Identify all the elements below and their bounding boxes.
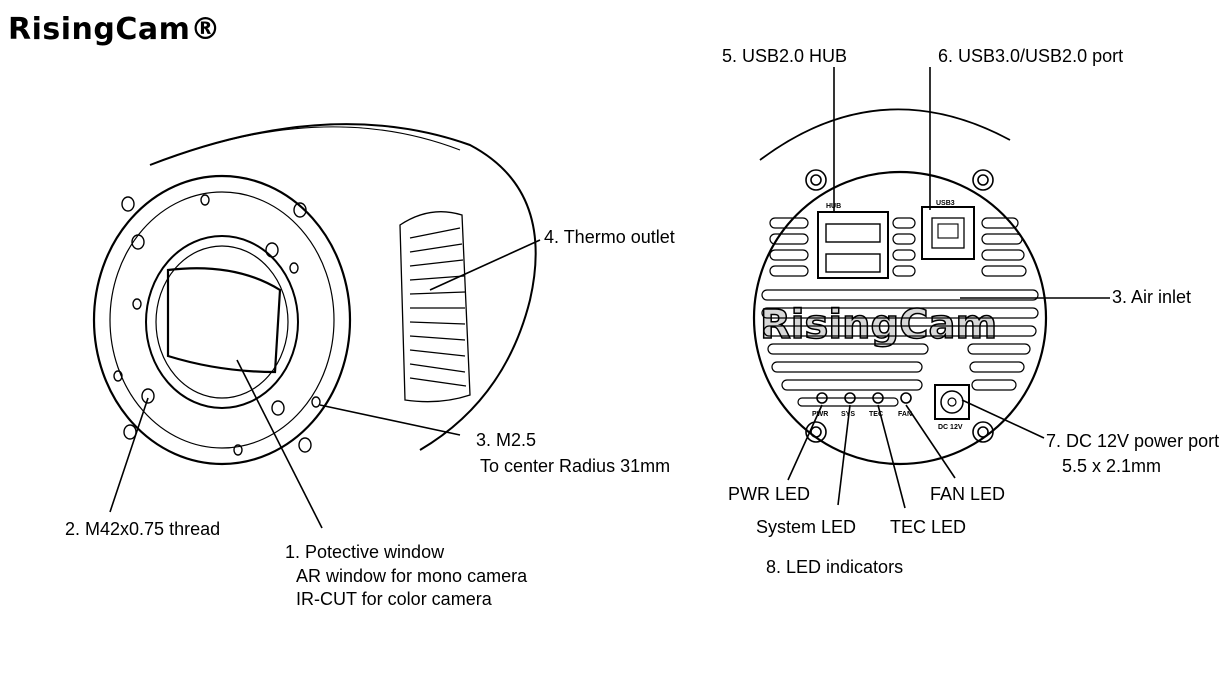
mark-dc: DC 12V <box>938 424 963 431</box>
label-system-led: System LED <box>756 517 856 537</box>
back-body-rim <box>759 108 1011 161</box>
brand-logo: RisingCam® <box>8 12 221 47</box>
back-leader-lines <box>787 67 1110 509</box>
protective-window <box>166 267 282 374</box>
label-power-size: 5.5 x 2.1mm <box>1062 456 1161 476</box>
dc-jack <box>934 384 970 420</box>
mark-hub: HUB <box>826 203 841 210</box>
usb-hub-port <box>817 211 889 279</box>
front-plate-outer <box>92 174 352 466</box>
air-inlet-slots <box>761 217 1039 407</box>
label-led-indicators: 8. LED indicators <box>766 557 903 577</box>
window-ring-outer <box>145 235 299 409</box>
mark-tec: TEC <box>869 411 883 418</box>
label-power-port: 7. DC 12V power port <box>1046 431 1219 451</box>
label-thread: 2. M42x0.75 thread <box>65 519 220 539</box>
label-tec-led: TEC LED <box>890 517 966 537</box>
mark-sys: SYS <box>841 411 855 418</box>
mark-usb3: USB3 <box>936 200 955 207</box>
back-screws <box>805 169 994 443</box>
usb3-port <box>921 206 975 260</box>
front-plate-inner <box>109 191 335 449</box>
label-pwr-led: PWR LED <box>728 484 810 504</box>
label-usb-port: 6. USB3.0/USB2.0 port <box>938 46 1123 66</box>
camera-body-rim <box>169 126 461 159</box>
mark-fan: FAN <box>898 411 912 418</box>
label-air-inlet: 3. Air inlet <box>1112 287 1191 307</box>
mark-pwr: PWR <box>812 411 828 418</box>
front-view: RisingCam <box>92 123 541 529</box>
label-m25-sub: To center Radius 31mm <box>480 456 670 476</box>
thermo-outlet-fins <box>399 211 471 403</box>
label-fan-led: FAN LED <box>930 484 1005 504</box>
front-leader-lines <box>109 239 541 529</box>
label-m25-title: 3. M2.5 <box>476 430 536 450</box>
label-usb-hub: 5. USB2.0 HUB <box>722 46 847 66</box>
label-window-title: 1. Potective window <box>285 542 445 562</box>
watermark-back: RisingCam <box>760 302 997 348</box>
label-thermo-outlet: 4. Thermo outlet <box>544 227 675 247</box>
label-window-line2: IR-CUT for color camera <box>296 589 493 609</box>
label-window-line1: AR window for mono camera <box>296 566 528 586</box>
back-view: RisingCam <box>752 67 1110 509</box>
mounting-holes <box>113 194 321 456</box>
led-indicators <box>816 392 912 404</box>
window-ring-inner <box>155 245 289 399</box>
